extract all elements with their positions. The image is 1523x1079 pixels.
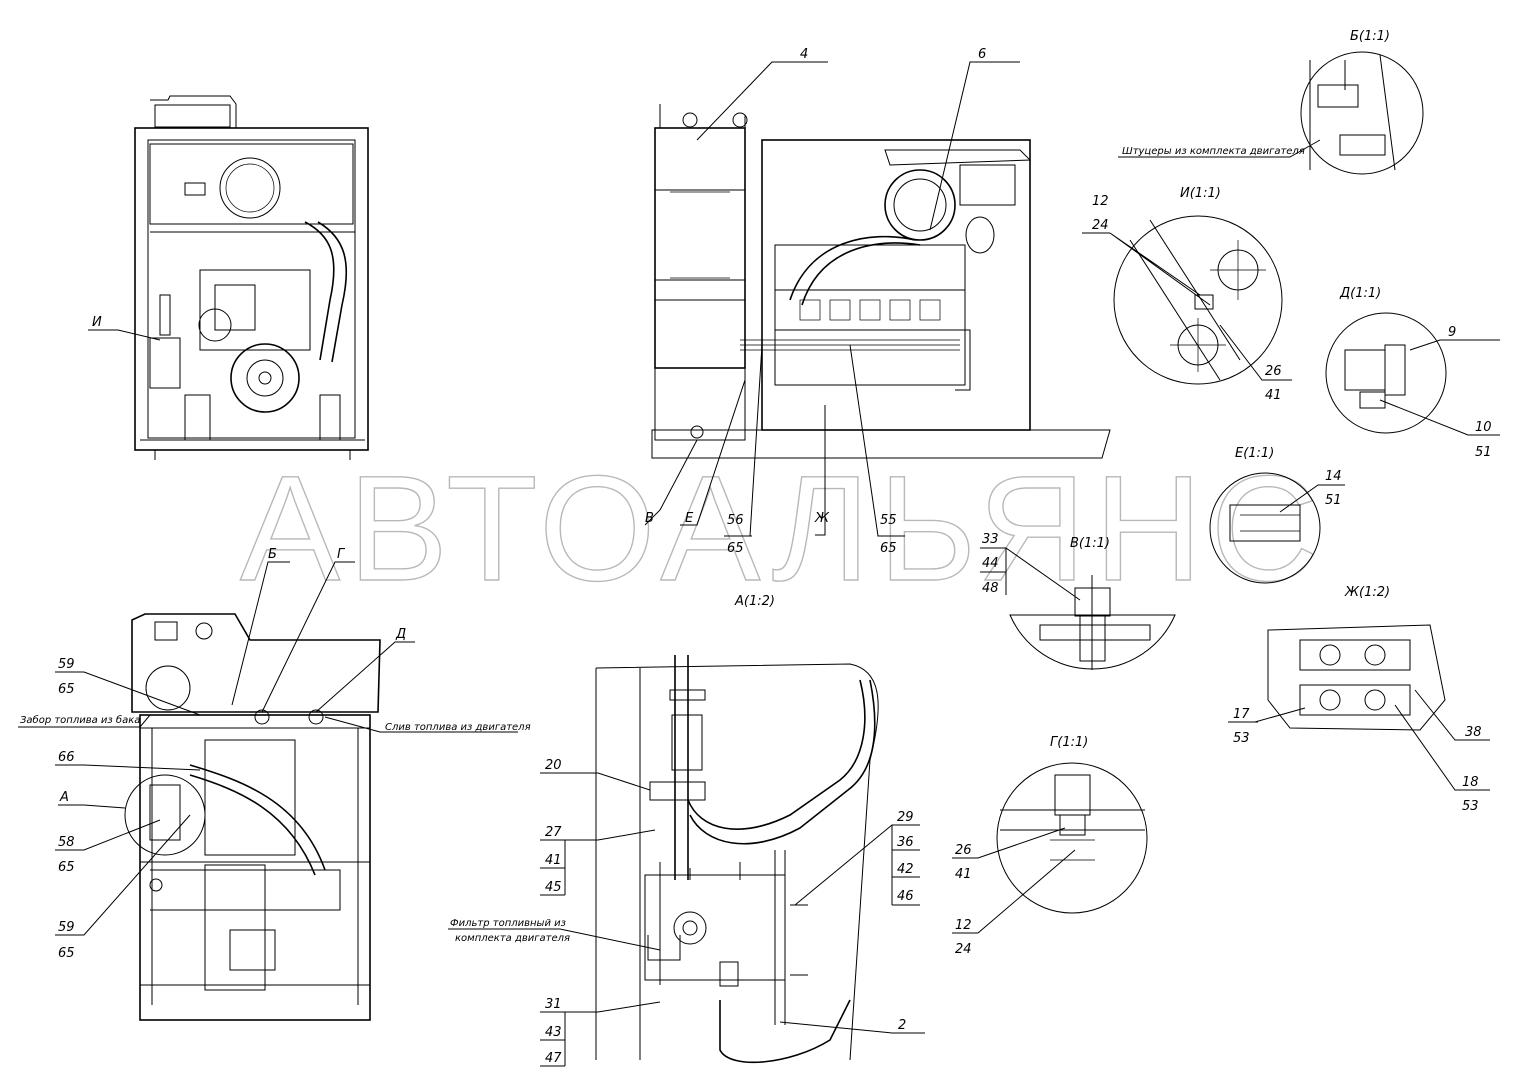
view-title-b: Б(1:1) (1350, 29, 1390, 44)
part-label-33: 33 (982, 532, 999, 547)
callout-letter-e: Е (685, 511, 694, 526)
callout-letter-b: Б (268, 547, 277, 562)
callout-letter-g: Г (337, 547, 346, 562)
part-label-14: 14 (1325, 469, 1342, 484)
part-label-41-a: 41 (1265, 388, 1282, 403)
part-label-42: 42 (897, 862, 914, 877)
part-label-26-a: 26 (1265, 364, 1282, 379)
front-view: И (88, 95, 369, 460)
part-label-24-b: 24 (955, 942, 972, 957)
note-drain: Слив топлива из двигателя (385, 722, 531, 733)
part-label-55: 55 (880, 513, 897, 528)
part-label-27: 27 (545, 825, 562, 840)
part-label-65-b: 65 (880, 541, 897, 556)
detail-b: Б(1:1) Штуцеры из комплекта двигателя (1118, 29, 1424, 175)
part-label-65-e: 65 (58, 946, 75, 961)
note-filter-line-1: Фильтр топливный из (450, 918, 566, 929)
view-title-i: И(1:1) (1180, 186, 1221, 201)
callout-letter-i: И (92, 315, 102, 330)
detail-d: Д(1:1) 9 10 51 (1325, 286, 1500, 460)
top-view: Б Г Д 59 65 Забор топлива из бака Слив т… (18, 547, 531, 1021)
detail-g: Г(1:1) 26 41 12 24 (952, 735, 1148, 957)
part-label-26-b: 26 (955, 843, 972, 858)
callout-letter-v: В (645, 511, 654, 526)
part-label-20: 20 (545, 758, 562, 773)
part-label-12-a: 12 (1092, 194, 1109, 209)
view-title-zh: Ж(1:2) (1344, 585, 1390, 600)
part-label-51-b: 51 (1325, 493, 1342, 508)
callout-letter-d: Д (395, 627, 406, 642)
callout-letter-a: А (59, 790, 69, 805)
part-label-65-a: 65 (727, 541, 744, 556)
detail-e: Е(1:1) 14 51 (1209, 446, 1345, 584)
view-title-e: Е(1:1) (1235, 446, 1274, 461)
part-label-4: 4 (800, 47, 808, 62)
note-filter-line-2: комплекта двигателя (455, 933, 570, 944)
detail-v: В(1:1) 33 44 48 (980, 532, 1176, 670)
part-label-58: 58 (58, 835, 75, 850)
part-label-41-b: 41 (545, 853, 562, 868)
part-label-48: 48 (982, 581, 999, 596)
note-fittings: Штуцеры из комплекта двигателя (1122, 146, 1305, 157)
watermark: АВТОАЛЬЯНС (240, 444, 1327, 612)
part-label-59-a: 59 (58, 657, 75, 672)
part-label-53-a: 53 (1233, 731, 1250, 746)
part-label-56: 56 (727, 513, 744, 528)
detail-i: И(1:1) 12 24 26 41 (1082, 186, 1292, 403)
side-view: 4 6 В Е 56 65 Ж 55 65 (644, 47, 1111, 556)
view-title-a: А(1:2) (734, 594, 775, 609)
view-title-g: Г(1:1) (1050, 735, 1088, 750)
part-label-17: 17 (1233, 707, 1250, 722)
callout-letter-zh: Ж (814, 511, 830, 526)
part-label-45: 45 (545, 880, 562, 895)
part-label-31: 31 (545, 997, 562, 1012)
view-title-v: В(1:1) (1070, 536, 1110, 551)
part-label-43: 43 (545, 1025, 562, 1040)
note-intake: Забор топлива из бака (20, 714, 140, 726)
detail-a: А(1:2) 20 27 41 45 29 36 (448, 594, 925, 1067)
part-label-65-c: 65 (58, 682, 75, 697)
part-label-53-b: 53 (1462, 799, 1479, 814)
detail-zh: Ж(1:2) 17 53 38 18 53 (1228, 585, 1490, 814)
part-label-24-a: 24 (1092, 218, 1109, 233)
part-label-2: 2 (898, 1018, 906, 1033)
part-label-18: 18 (1462, 775, 1479, 790)
part-label-47: 47 (545, 1051, 562, 1066)
part-label-44: 44 (982, 556, 999, 571)
part-label-36: 36 (897, 835, 914, 850)
part-label-59-b: 59 (58, 920, 75, 935)
part-label-38: 38 (1465, 725, 1482, 740)
part-label-41-c: 41 (955, 867, 972, 882)
part-label-66: 66 (58, 750, 75, 765)
part-label-51-a: 51 (1475, 445, 1492, 460)
part-label-12-b: 12 (955, 918, 972, 933)
part-label-6: 6 (978, 47, 986, 62)
part-label-65-d: 65 (58, 860, 75, 875)
part-label-46: 46 (897, 889, 914, 904)
view-title-d: Д(1:1) (1339, 286, 1381, 301)
part-label-10: 10 (1475, 420, 1492, 435)
part-label-29: 29 (897, 810, 914, 825)
part-label-9: 9 (1448, 325, 1456, 340)
